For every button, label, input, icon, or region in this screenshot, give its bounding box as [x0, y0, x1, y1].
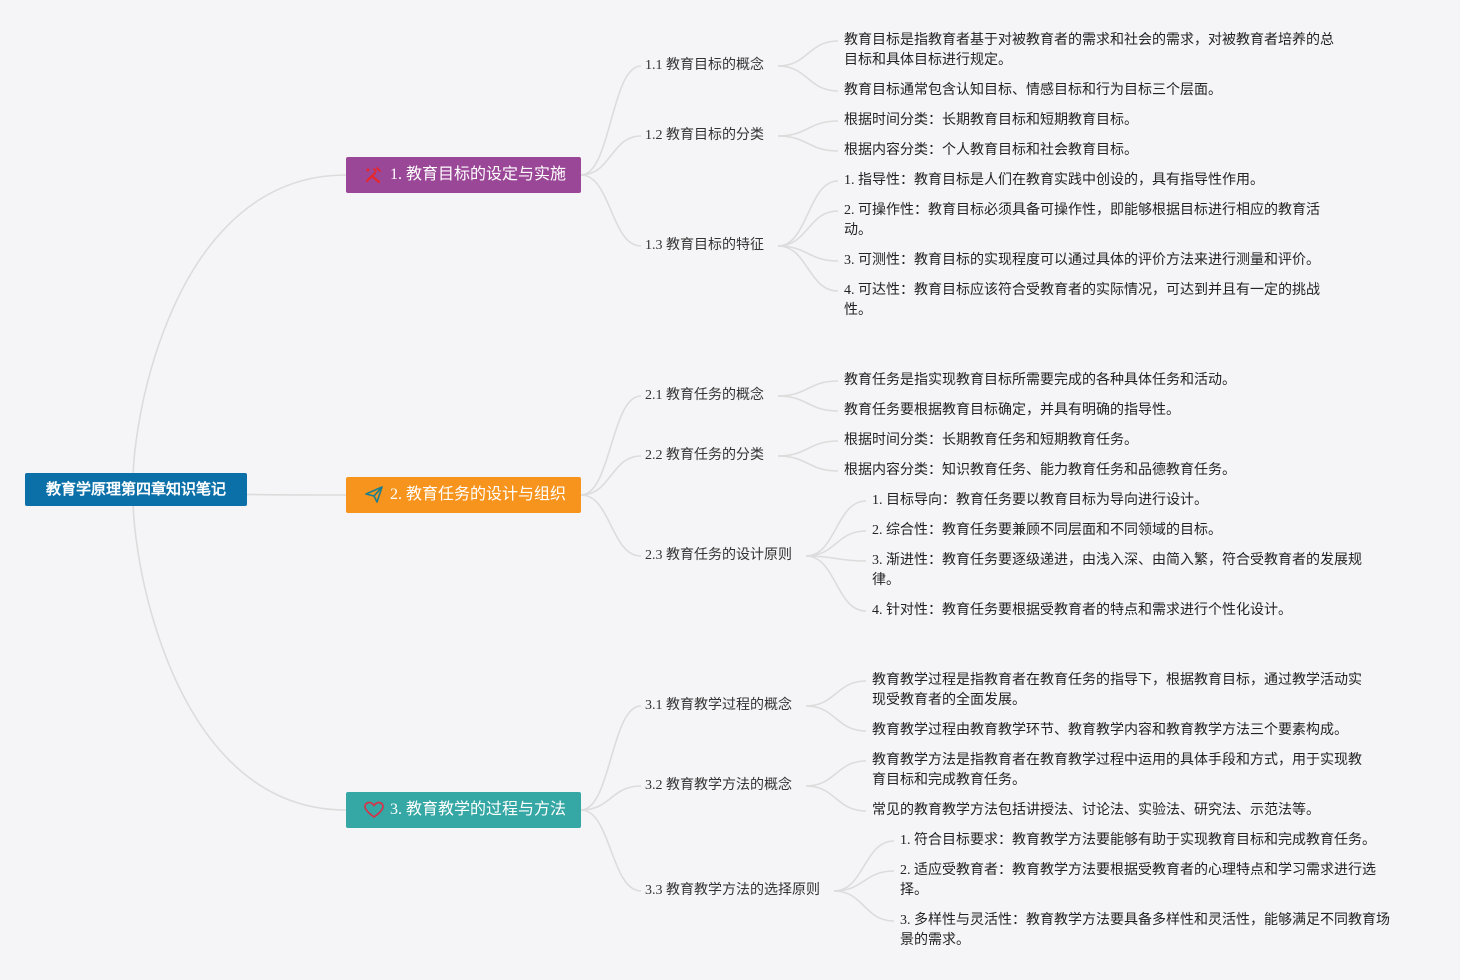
tools-icon — [364, 165, 384, 185]
sub-node-3-3[interactable]: 3.3 教育教学方法的选择原则 — [645, 881, 820, 901]
branch-to-sub-link — [580, 135, 642, 176]
sub-to-leaf-link — [805, 680, 867, 707]
leaf-node: 3. 可测性：教育目标的实现程度可以通过具体的评价方法来进行测量和评价。 — [844, 253, 1320, 268]
sub-to-leaf-link — [777, 245, 839, 292]
leaf-node: 2. 综合性：教育任务要兼顾不同层面和不同领域的目标。 — [872, 523, 1222, 538]
branch-node-process[interactable]: 3. 教育教学的过程与方法 — [346, 792, 581, 828]
branch-to-sub-link — [580, 494, 642, 557]
leaf-node: 3. 渐进性：教育任务要逐级递进，由浅入深、由简入繁，符合受教育者的发展规律。 — [872, 553, 1362, 588]
sub-to-leaf-link — [805, 555, 867, 612]
leaf-node: 1. 目标导向：教育任务要以教育目标为导向进行设计。 — [872, 493, 1208, 508]
root-to-branch-link — [132, 488, 347, 811]
leaf-node: 1. 符合目标要求：教育教学方法要能够有助于实现教育目标和完成教育任务。 — [900, 833, 1376, 848]
leaf-node: 2. 可操作性：教育目标必须具备可操作性，即能够根据目标进行相应的教育活动。 — [844, 203, 1320, 238]
leaf-node: 教育教学方法是指教育者在教育教学过程中运用的具体手段和方式，用于实现教育目标和完… — [872, 753, 1362, 788]
sub-to-leaf-link — [777, 395, 839, 412]
root-to-branch-link — [132, 174, 347, 491]
sub-to-leaf-link — [805, 785, 867, 812]
sub-to-leaf-link — [805, 555, 867, 562]
leaf-node: 教育任务是指实现教育目标所需要完成的各种具体任务和活动。 — [844, 373, 1236, 388]
sub-to-leaf-link — [805, 530, 867, 557]
sub-node-label: 3.1 教育教学过程的概念 — [645, 698, 792, 713]
leaf-node: 教育目标通常包含认知目标、情感目标和行为目标三个层面。 — [844, 83, 1222, 98]
sub-to-leaf-link — [777, 120, 839, 137]
sub-to-leaf-link — [777, 380, 839, 397]
root-node[interactable]: 教育学原理第四章知识笔记 — [25, 473, 247, 506]
branch-to-sub-link — [580, 809, 642, 892]
sub-node-2-2[interactable]: 2.2 教育任务的分类 — [645, 446, 764, 466]
branch-to-sub-link — [580, 174, 642, 247]
sub-node-label: 2.2 教育任务的分类 — [645, 448, 764, 463]
leaf-node: 4. 可达性：教育目标应该符合受教育者的实际情况，可达到并且有一定的挑战性。 — [844, 283, 1320, 318]
sub-to-leaf-link — [805, 500, 867, 557]
sub-to-leaf-link — [777, 135, 839, 152]
sub-node-2-3[interactable]: 2.3 教育任务的设计原则 — [645, 546, 792, 566]
branch-to-sub-link — [580, 785, 642, 811]
sub-to-leaf-link — [833, 890, 895, 922]
sub-node-label: 3.3 教育教学方法的选择原则 — [645, 883, 820, 898]
sub-node-label: 2.3 教育任务的设计原则 — [645, 548, 792, 563]
sub-node-label: 2.1 教育任务的概念 — [645, 388, 764, 403]
branch-node-label: 1. 教育目标的设定与实施 — [390, 166, 567, 183]
leaf-node: 教育目标是指教育者基于对被教育者的需求和社会的需求，对被教育者培养的总目标和具体… — [844, 33, 1334, 68]
sub-to-leaf-link — [805, 705, 867, 732]
sub-to-leaf-link — [777, 40, 839, 67]
sub-to-leaf-link — [777, 180, 839, 247]
branch-to-sub-link — [580, 395, 642, 496]
sub-node-1-1[interactable]: 1.1 教育目标的概念 — [645, 56, 764, 76]
leaf-node: 3. 多样性与灵活性：教育教学方法要具备多样性和灵活性，能够满足不同教育场景的需… — [900, 913, 1390, 948]
sub-to-leaf-link — [805, 760, 867, 787]
leaf-node: 根据内容分类：个人教育目标和社会教育目标。 — [844, 143, 1138, 158]
leaf-node: 教育教学过程由教育教学环节、教育教学内容和教育教学方法三个要素构成。 — [872, 723, 1348, 738]
leaf-node: 根据时间分类：长期教育任务和短期教育任务。 — [844, 433, 1138, 448]
branch-node-label: 3. 教育教学的过程与方法 — [390, 801, 567, 818]
sub-to-leaf-link — [833, 840, 895, 892]
leaf-node: 教育教学过程是指教育者在教育任务的指导下，根据教育目标，通过教学活动实现受教育者… — [872, 673, 1362, 708]
branch-to-sub-link — [580, 705, 642, 811]
branch-node-goals[interactable]: 1. 教育目标的设定与实施 — [346, 157, 581, 193]
paper-plane-icon — [364, 485, 384, 505]
sub-node-label: 3.2 教育教学方法的概念 — [645, 778, 792, 793]
sub-to-leaf-link — [777, 65, 839, 92]
root-node-label: 教育学原理第四章知识笔记 — [45, 481, 226, 498]
leaf-node: 教育任务要根据教育目标确定，并具有明确的指导性。 — [844, 403, 1180, 418]
sub-to-leaf-link — [777, 440, 839, 457]
leaf-node: 2. 适应受教育者：教育教学方法要根据受教育者的心理特点和学习需求进行选择。 — [900, 863, 1376, 898]
heart-icon — [364, 800, 384, 820]
sub-to-leaf-link — [777, 455, 839, 472]
branch-node-tasks[interactable]: 2. 教育任务的设计与组织 — [346, 477, 581, 513]
leaf-node: 1. 指导性：教育目标是人们在教育实践中创设的，具有指导性作用。 — [844, 173, 1264, 188]
sub-node-2-1[interactable]: 2.1 教育任务的概念 — [645, 386, 764, 406]
branch-node-label: 2. 教育任务的设计与组织 — [390, 486, 567, 503]
leaf-node: 根据内容分类：知识教育任务、能力教育任务和品德教育任务。 — [844, 463, 1236, 478]
sub-node-label: 1.3 教育目标的特征 — [645, 238, 764, 253]
branch-to-sub-link — [580, 65, 642, 176]
leaf-node: 根据时间分类：长期教育目标和短期教育目标。 — [844, 113, 1138, 128]
sub-to-leaf-link — [777, 210, 839, 247]
sub-node-3-2[interactable]: 3.2 教育教学方法的概念 — [645, 776, 792, 796]
leaf-node: 常见的教育教学方法包括讲授法、讨论法、实验法、研究法、示范法等。 — [872, 803, 1320, 818]
leaf-node: 4. 针对性：教育任务要根据受教育者的特点和需求进行个性化设计。 — [872, 603, 1292, 618]
branch-to-sub-link — [580, 455, 642, 496]
sub-node-1-2[interactable]: 1.2 教育目标的分类 — [645, 126, 764, 146]
sub-node-3-1[interactable]: 3.1 教育教学过程的概念 — [645, 696, 792, 716]
sub-node-label: 1.2 教育目标的分类 — [645, 128, 764, 143]
sub-node-label: 1.1 教育目标的概念 — [645, 58, 764, 73]
sub-node-1-3[interactable]: 1.3 教育目标的特征 — [645, 236, 764, 256]
sub-to-leaf-link — [833, 870, 895, 892]
